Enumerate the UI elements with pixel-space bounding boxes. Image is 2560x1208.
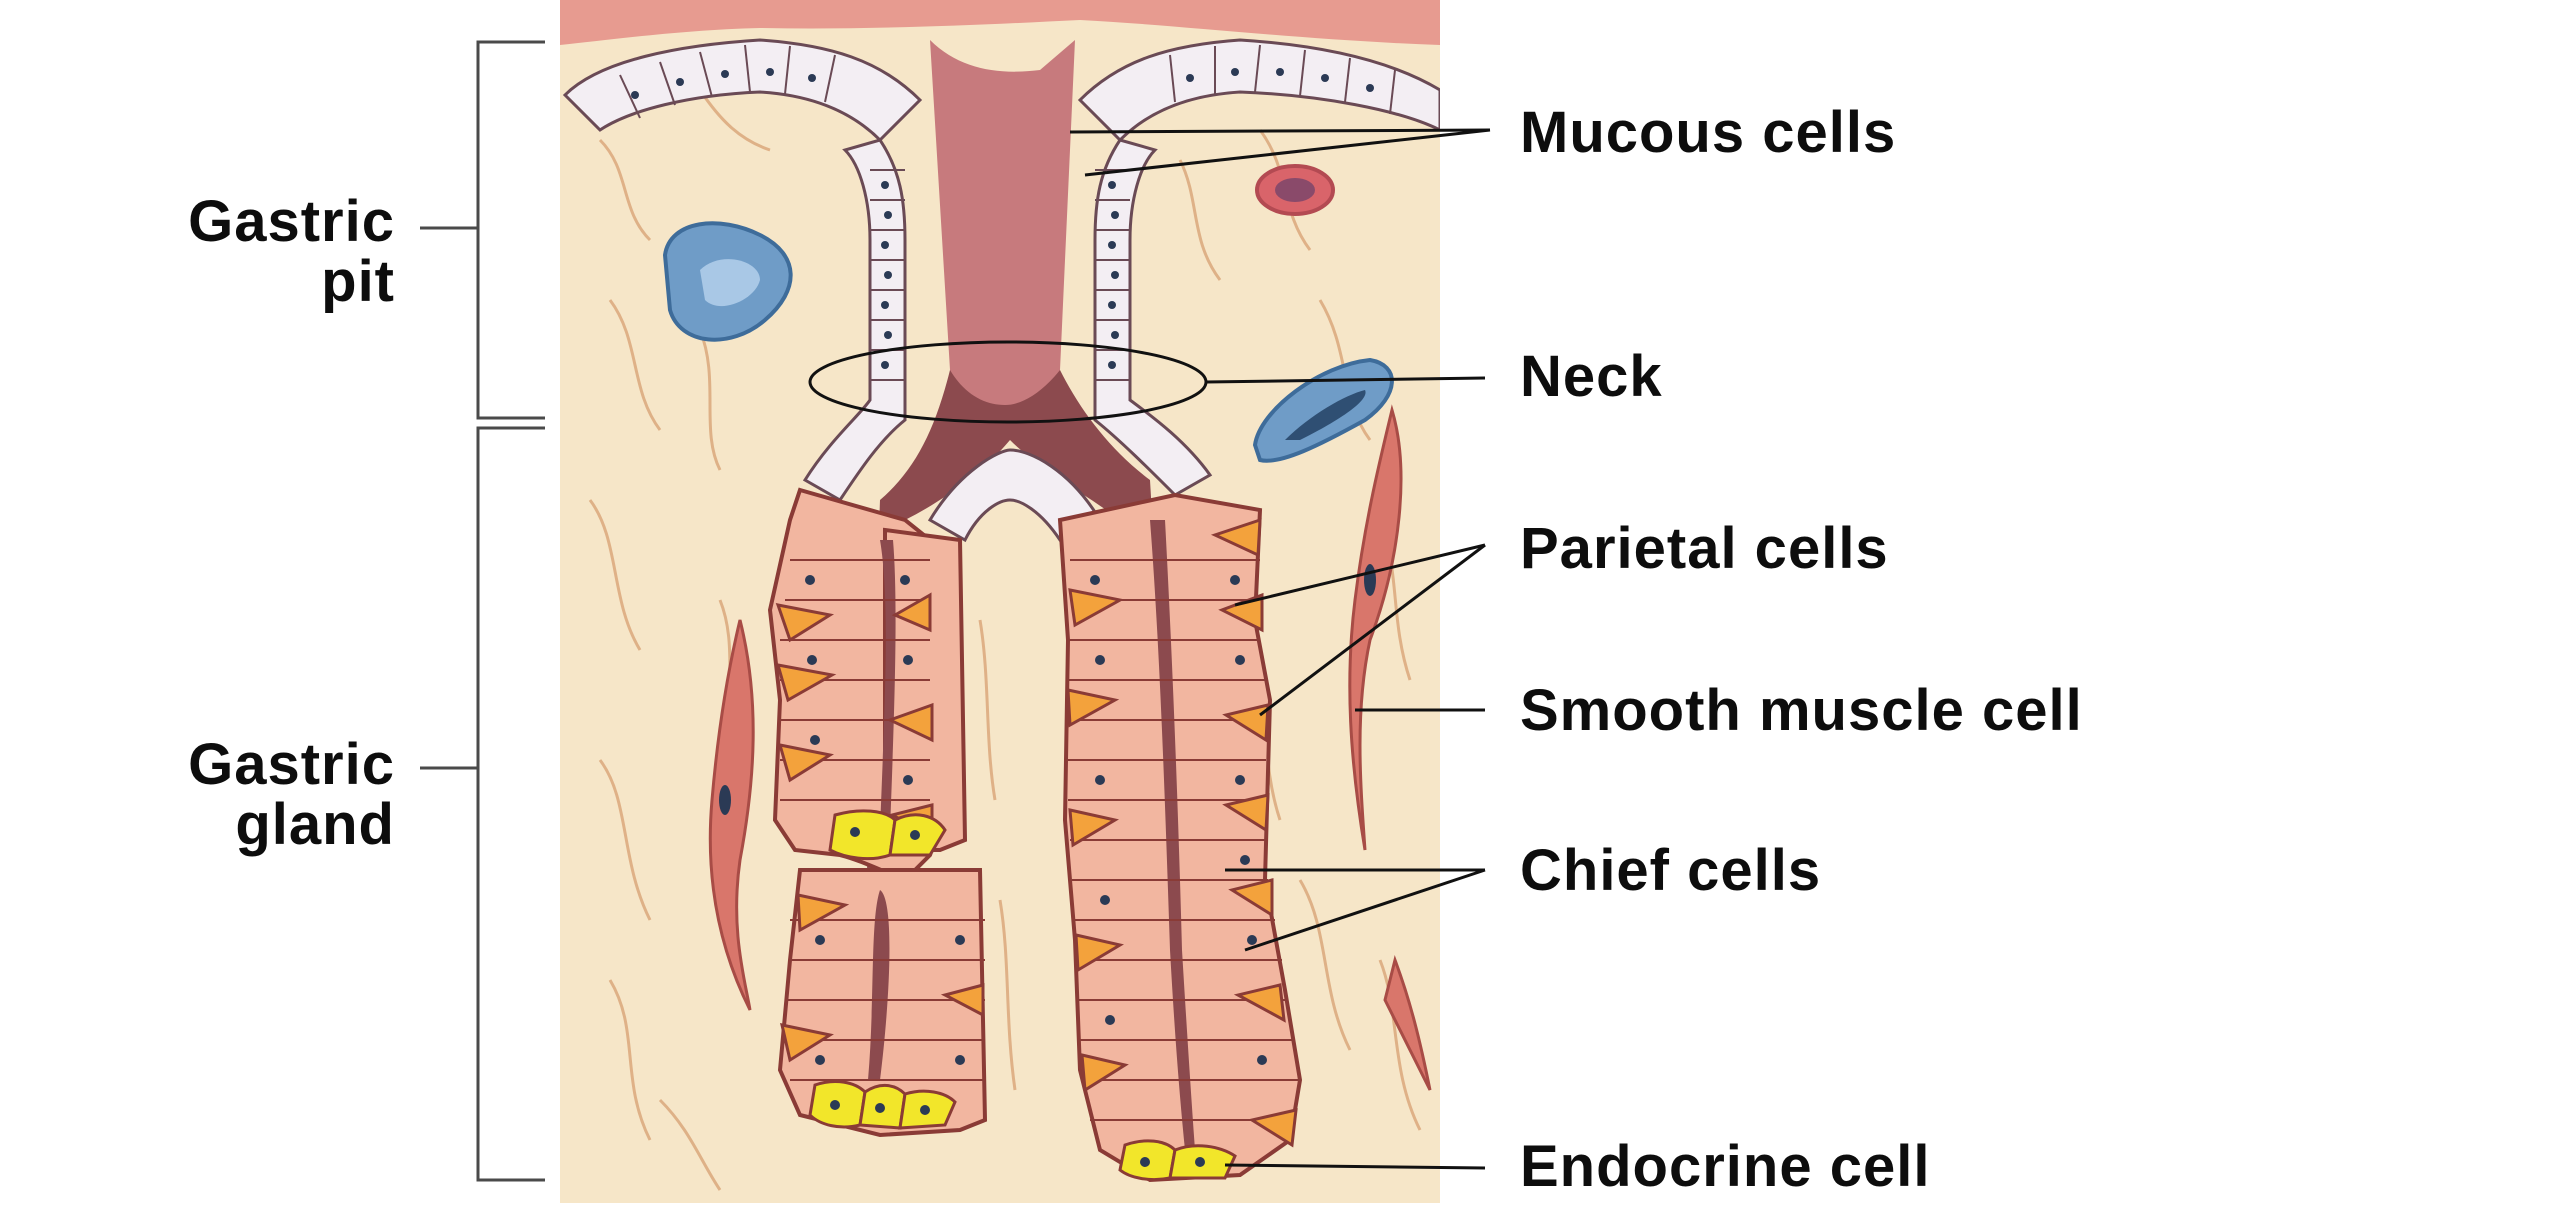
gastric-pit-bracket xyxy=(478,42,545,418)
label-gastric-pit: Gastric pit xyxy=(0,192,395,312)
label-gastric-pit-line2: pit xyxy=(0,252,395,312)
gastric-gland-bracket xyxy=(478,428,545,1180)
label-gastric-gland-line2: gland xyxy=(0,795,395,855)
pit-lumen-top xyxy=(930,40,1075,405)
label-endocrine-cell: Endocrine cell xyxy=(1520,1138,1930,1196)
label-gastric-pit-line1: Gastric xyxy=(0,192,395,252)
leader-mucous-1 xyxy=(1070,130,1490,132)
label-gastric-gland: Gastric gland xyxy=(0,735,395,855)
label-neck: Neck xyxy=(1520,348,1663,406)
left-brackets xyxy=(420,42,545,1180)
artery-lumen xyxy=(1275,178,1315,202)
gland-branch-mid xyxy=(885,530,965,850)
label-mucous-cells: Mucous cells xyxy=(1520,104,1896,162)
muscle-nucleus-right xyxy=(1364,564,1376,596)
label-gastric-gland-line1: Gastric xyxy=(0,735,395,795)
label-parietal-cells: Parietal cells xyxy=(1520,520,1889,578)
label-chief-cells: Chief cells xyxy=(1520,842,1821,900)
muscle-nucleus-left xyxy=(719,785,731,815)
label-smooth-muscle-cell: Smooth muscle cell xyxy=(1520,682,2083,740)
